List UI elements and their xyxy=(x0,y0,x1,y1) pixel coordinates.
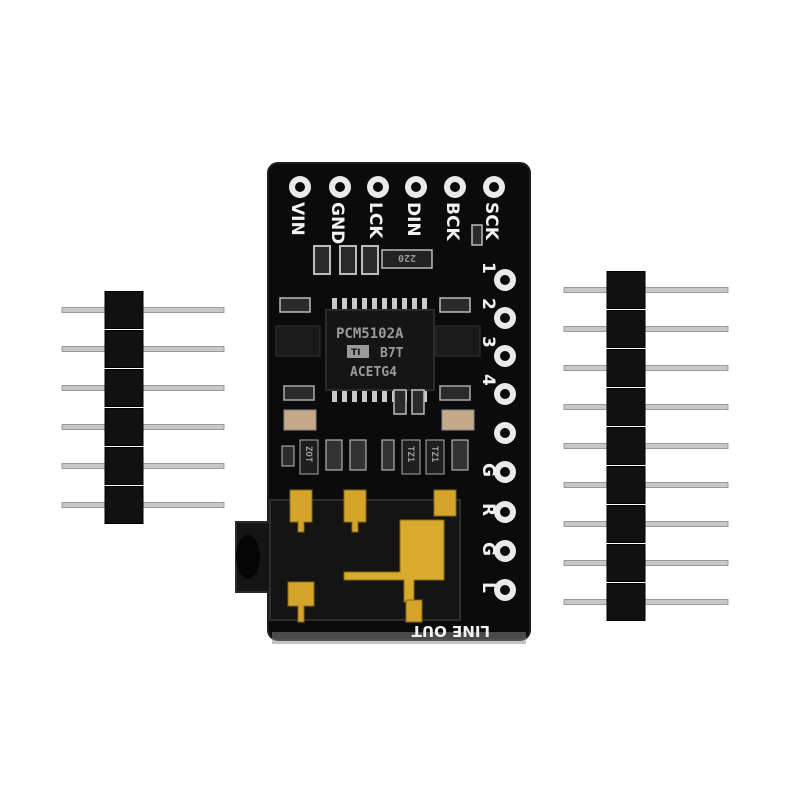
pin-label-sck: SCK xyxy=(481,202,501,241)
audio-jack xyxy=(235,489,461,623)
label-zot: ZOT xyxy=(303,446,313,463)
header-block xyxy=(606,583,646,621)
chip-leg xyxy=(362,298,367,312)
chip-line1: PCM5102A xyxy=(336,326,404,342)
chip-leg xyxy=(332,388,337,402)
header-pin xyxy=(563,560,729,566)
chip-logo: TI xyxy=(351,348,361,358)
header-block xyxy=(104,330,144,368)
pin-label-g: G xyxy=(478,463,498,477)
pin-label-l: L xyxy=(478,582,498,593)
chip-leg xyxy=(412,298,417,312)
pin-label-din: DIN xyxy=(403,202,423,237)
header-block xyxy=(606,271,646,309)
pin-label-vin: VIN xyxy=(287,202,307,236)
header-pin xyxy=(563,482,729,488)
small-components: ZOT TZ1 TZ1 xyxy=(281,439,469,475)
header-pin xyxy=(563,599,729,605)
chip-leg xyxy=(332,298,337,312)
pin-label-1: 1 xyxy=(478,262,498,274)
chip-leg xyxy=(402,298,407,312)
top-pin-holes xyxy=(289,176,505,198)
chip-leg xyxy=(362,388,367,402)
chip-leg xyxy=(392,298,397,312)
right-pin-header xyxy=(563,271,729,621)
header-block xyxy=(606,427,646,465)
label-tz1-b: TZ1 xyxy=(429,446,439,462)
pin-label-2: 2 xyxy=(478,298,498,310)
pcb-board: VIN GND LCK DIN BCK SCK 1 2 3 4 G R xyxy=(235,162,531,644)
header-block xyxy=(104,486,144,524)
pin-label-3: 3 xyxy=(478,336,498,348)
chip-leg xyxy=(352,388,357,402)
header-block xyxy=(104,369,144,407)
chip-leg xyxy=(342,298,347,312)
header-pin xyxy=(563,326,729,332)
side-pin-holes xyxy=(494,269,516,601)
label-tz1-a: TZ1 xyxy=(405,446,415,462)
header-block xyxy=(606,388,646,426)
chip-line2: B7T xyxy=(380,346,404,361)
pin-label-g2: G xyxy=(478,542,498,556)
header-block xyxy=(104,447,144,485)
top-pin-labels: VIN GND LCK DIN BCK SCK xyxy=(287,202,501,244)
pcm5102a-chip: PCM5102A TI B7T ACETG4 xyxy=(325,298,435,402)
header-block xyxy=(606,505,646,543)
header-pin xyxy=(563,365,729,371)
pin-label-r: R xyxy=(478,503,498,516)
left-pin-header xyxy=(61,291,225,524)
pin-label-lck: LCK xyxy=(365,202,385,239)
header-block xyxy=(606,310,646,348)
chip-leg xyxy=(352,298,357,312)
header-block xyxy=(606,349,646,387)
chip-leg xyxy=(382,298,387,312)
header-block xyxy=(606,544,646,582)
line-out-label: LINE OUT xyxy=(411,622,490,640)
capacitors xyxy=(283,385,475,431)
pin-label-gnd: GND xyxy=(327,202,347,244)
chip-leg xyxy=(342,388,347,402)
pin-label-bck: BCK xyxy=(442,202,462,241)
header-pin xyxy=(563,443,729,449)
header-pin xyxy=(563,287,729,293)
header-block xyxy=(606,466,646,504)
chip-line3: ACETG4 xyxy=(350,365,397,380)
chip-leg xyxy=(372,388,377,402)
top-resistors: 220 xyxy=(313,224,483,275)
regulators xyxy=(275,297,481,357)
resistor-code: 220 xyxy=(398,252,416,263)
side-pin-labels: 1 2 3 4 G R G L xyxy=(478,262,498,593)
chip-leg xyxy=(422,298,427,312)
pin-label-4: 4 xyxy=(478,374,498,386)
chip-leg xyxy=(382,388,387,402)
header-pin xyxy=(563,521,729,527)
chip-leg xyxy=(372,298,377,312)
header-pin xyxy=(563,404,729,410)
header-block xyxy=(104,291,144,329)
header-block xyxy=(104,408,144,446)
